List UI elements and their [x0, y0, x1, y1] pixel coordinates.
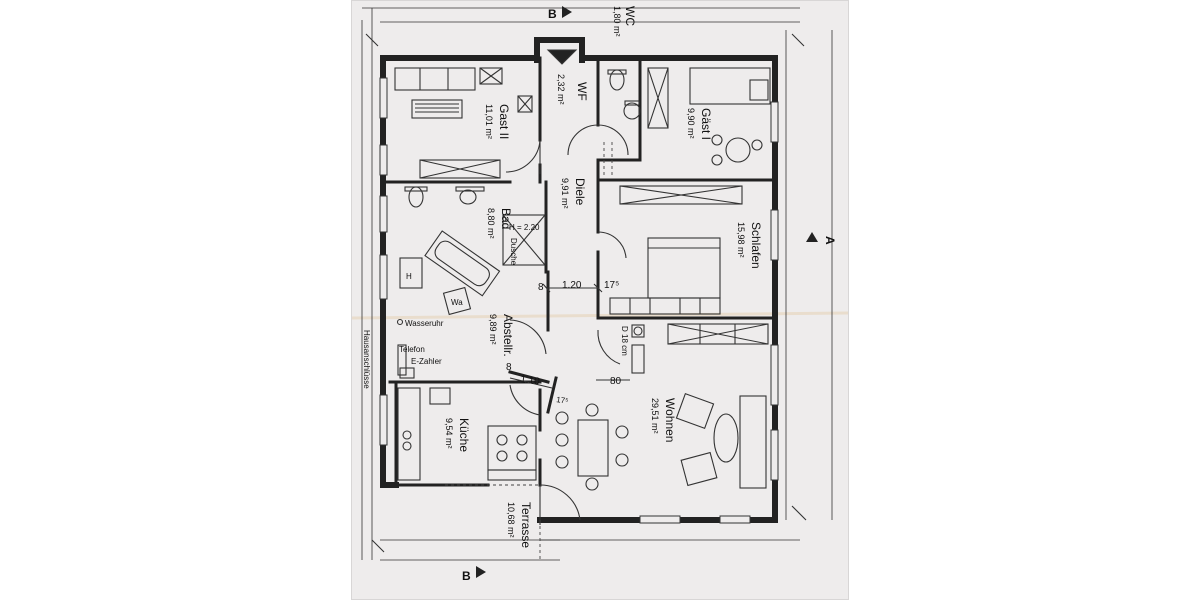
bad-fixtures — [399, 186, 546, 316]
door-dash-lines — [445, 142, 613, 560]
section-arrows — [476, 6, 818, 578]
dimension-lines — [509, 283, 630, 389]
wc-fixtures — [546, 49, 641, 120]
gast2-furniture — [394, 67, 533, 179]
kueche-furniture — [397, 387, 537, 481]
utility-corner — [396, 318, 415, 379]
gast1-furniture — [647, 67, 771, 166]
corner-ticks — [365, 33, 807, 553]
door-swings — [505, 124, 629, 525]
frame-lines — [361, 7, 833, 561]
interior-walls — [381, 56, 777, 487]
windows — [379, 77, 779, 524]
wohnen-furniture — [555, 323, 769, 491]
schlafen-furniture — [609, 185, 743, 315]
